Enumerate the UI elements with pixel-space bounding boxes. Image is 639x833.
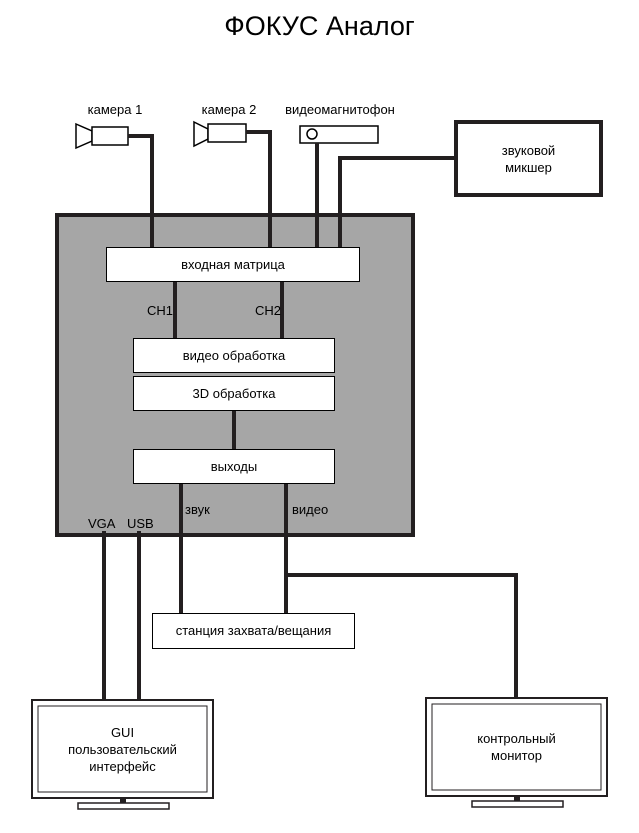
camera-1-label: камера 1 bbox=[87, 102, 143, 117]
gui-monitor-icon bbox=[31, 699, 214, 810]
diagram-title: ФОКУС Аналог bbox=[224, 11, 415, 41]
video-processing-block: видео обработка bbox=[133, 338, 335, 373]
camera-2-label: камера 2 bbox=[201, 102, 257, 117]
audio-mixer-label: звуковой микшер bbox=[458, 124, 599, 193]
vcr-icon bbox=[299, 125, 379, 144]
audio-mixer-line-2: микшер bbox=[505, 159, 552, 175]
outputs-block: выходы bbox=[133, 449, 335, 484]
vcr-label: видеомагнитофон bbox=[285, 102, 395, 117]
connection-lines bbox=[102, 130, 518, 701]
camera-2-icon bbox=[193, 120, 247, 148]
video-output-label: видео bbox=[292, 502, 329, 517]
gui-monitor-label: GUI пользовательский интерфейс bbox=[38, 708, 207, 790]
usb-port-label: USB bbox=[127, 516, 154, 531]
ch1-label: CH1 bbox=[147, 303, 174, 318]
control-monitor-line-1: контрольный bbox=[477, 731, 556, 746]
ch2-label: CH2 bbox=[255, 303, 282, 318]
sound-output-label: звук bbox=[185, 502, 210, 517]
audio-mixer-line-1: звуковой bbox=[501, 142, 556, 158]
vga-port-label: VGA bbox=[88, 516, 116, 531]
camera-1-icon bbox=[75, 122, 129, 150]
gui-monitor-line-3: интерфейс bbox=[89, 758, 156, 774]
control-monitor-line-2: монитор bbox=[491, 748, 542, 763]
input-matrix-block: входная матрица bbox=[106, 247, 360, 282]
control-monitor-label: контрольный монитор bbox=[432, 706, 601, 788]
3d-processing-block: 3D обработка bbox=[133, 376, 335, 411]
control-monitor-icon bbox=[425, 697, 608, 808]
gui-monitor-line-2: пользовательский bbox=[68, 741, 177, 757]
gui-monitor-line-1: GUI bbox=[110, 724, 135, 740]
capture-broadcast-station-block: станция захвата/вещания bbox=[152, 613, 355, 649]
